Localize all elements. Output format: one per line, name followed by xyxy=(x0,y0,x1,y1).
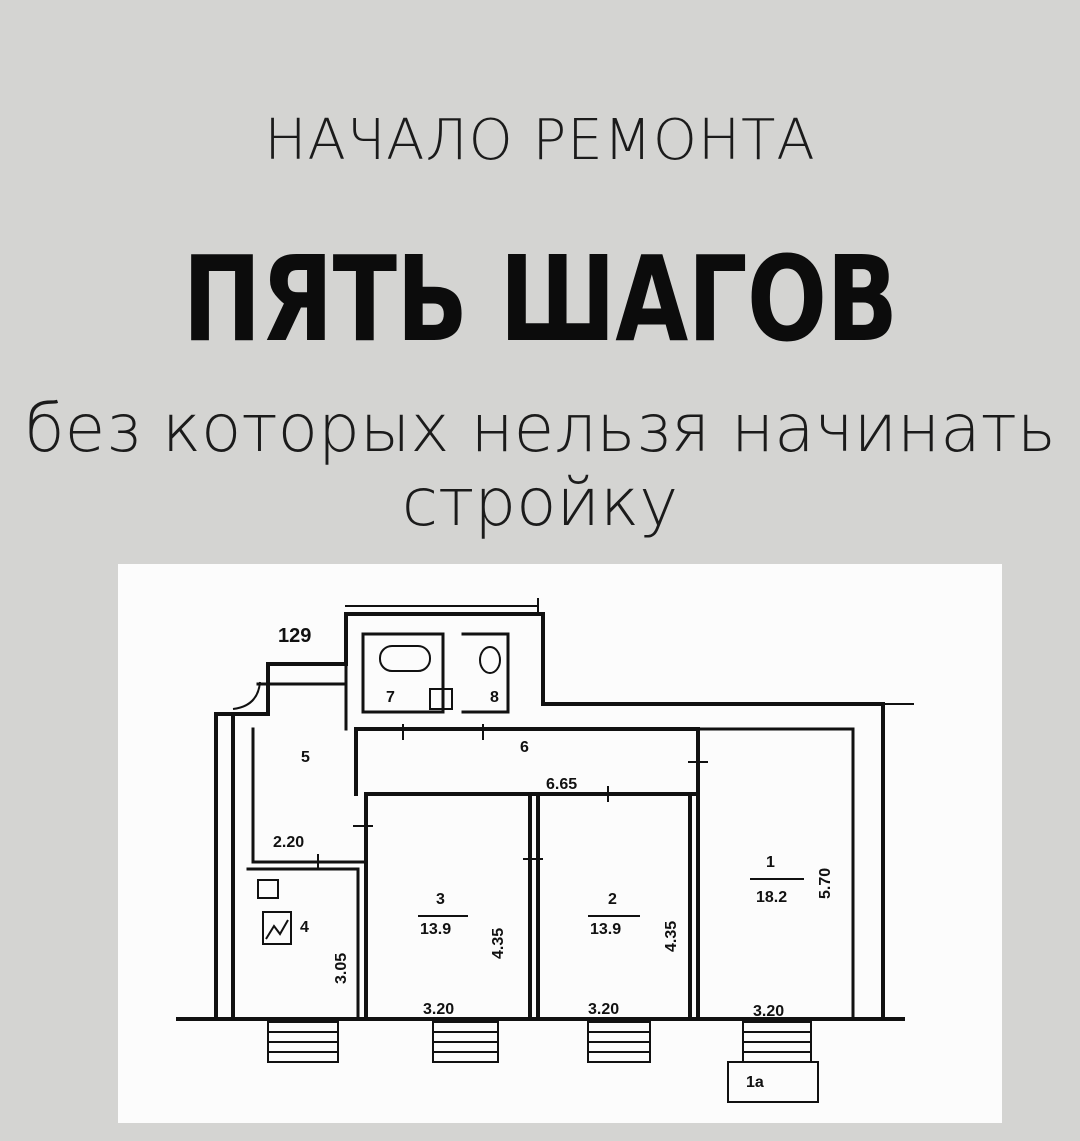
top-outer-wall xyxy=(266,612,885,706)
floor-plan: 129 1 18.2 2 13.9 3 13.9 4 5 6 7 8 5.70 … xyxy=(118,564,1002,1123)
entrance-wall xyxy=(214,662,270,716)
room-4-number: 4 xyxy=(300,919,309,936)
room-3-length: 4.35 xyxy=(490,928,507,959)
subheadline: без которых нельзя начинать стройку xyxy=(0,392,1080,540)
room-3-width: 3.20 xyxy=(423,1001,454,1018)
room-2-area: 13.9 xyxy=(590,921,621,938)
room-2-length: 4.35 xyxy=(663,921,680,952)
toilet-8-walls xyxy=(461,632,510,714)
room-4-length: 3.05 xyxy=(333,953,350,984)
room-2-number: 2 xyxy=(608,891,617,908)
room-1-width: 3.20 xyxy=(753,1003,784,1020)
toilet-icon xyxy=(479,646,501,674)
balcony xyxy=(727,1061,819,1103)
room-6-number: 6 xyxy=(520,739,529,756)
room-7-number: 7 xyxy=(386,689,395,706)
balcony-label: 1а xyxy=(746,1074,764,1091)
room5-walls xyxy=(251,727,368,864)
room3-left-wall xyxy=(354,727,368,1021)
door-swing-icon xyxy=(232,681,261,710)
apartment-number: 129 xyxy=(278,625,311,647)
room-8-number: 8 xyxy=(490,689,499,706)
room-1-length: 5.70 xyxy=(817,868,834,899)
subheadline-line-1: без которых нельзя начинать xyxy=(24,390,1056,467)
room2-room1-wall xyxy=(688,792,700,1021)
headline: ПЯТЬ ШАГОВ xyxy=(182,230,899,368)
kicker-title: НАЧАЛО РЕМОНТА xyxy=(264,108,816,173)
bathtub-icon xyxy=(379,645,431,672)
room4-walls xyxy=(246,867,360,1021)
room-1-number: 1 xyxy=(766,854,775,871)
room-1-area: 18.2 xyxy=(756,889,787,906)
room3-room2-wall xyxy=(528,792,540,1021)
left-outer-wall xyxy=(214,712,235,1021)
corridor-length: 6.65 xyxy=(546,776,577,793)
room-2-width: 3.20 xyxy=(588,1001,619,1018)
floor-plan-drawing: 129 1 18.2 2 13.9 3 13.9 4 5 6 7 8 5.70 … xyxy=(176,598,914,1103)
room-3-number: 3 xyxy=(436,891,445,908)
kitchen-sink-icon xyxy=(257,879,279,899)
stove-icon xyxy=(262,911,292,945)
room-5-number: 5 xyxy=(301,749,310,766)
room-5-width: 2.20 xyxy=(273,834,304,851)
room-3-area: 13.9 xyxy=(420,921,451,938)
sink-icon xyxy=(429,688,453,710)
bathroom-7-walls xyxy=(361,632,445,714)
subheadline-line-2: стройку xyxy=(401,464,679,541)
stove-burner-icon xyxy=(265,919,289,940)
